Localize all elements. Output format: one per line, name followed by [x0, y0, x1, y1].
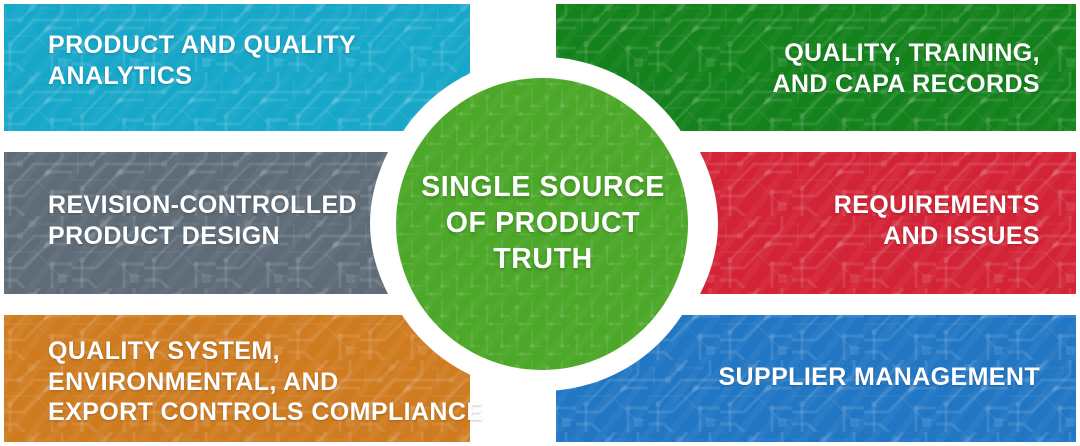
- panel-product-and-quality-analytics[interactable]: [4, 4, 470, 131]
- hub-circle[interactable]: [396, 78, 688, 370]
- panel-quality-system-environmental-and-export-controls-compliance[interactable]: [4, 315, 470, 442]
- panel-quality-training-and-capa-records[interactable]: [556, 4, 1076, 131]
- panel-supplier-management[interactable]: [556, 315, 1076, 442]
- panel-requirements-and-issues[interactable]: [700, 152, 1076, 294]
- panel-revision-controlled-product-design[interactable]: [4, 152, 388, 294]
